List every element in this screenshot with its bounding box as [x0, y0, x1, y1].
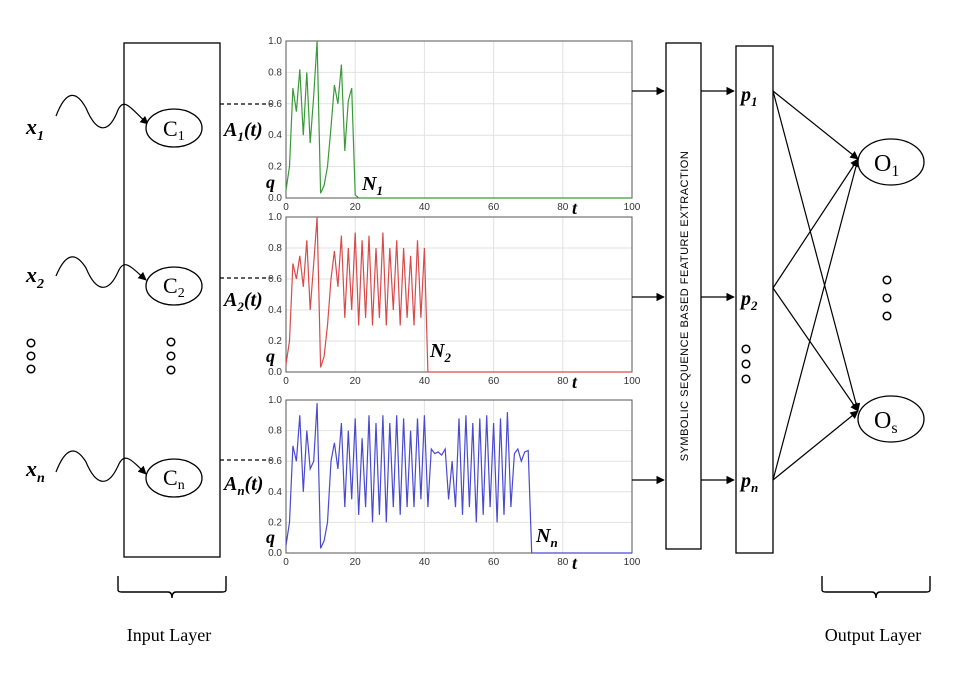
input-layer-brace: [117, 576, 227, 599]
chart-3-ytick-2: 0.4: [268, 487, 282, 498]
chart-2-xtick-4: 80: [557, 376, 569, 387]
output-connections: [772, 90, 861, 481]
chart-2-ytick-2: 0.4: [268, 305, 282, 316]
input-wave-1: [55, 94, 149, 129]
chart-2-y-axis-label: q: [266, 346, 275, 366]
activation-a2-label: A2(t): [222, 289, 263, 314]
input-wave-n: [55, 450, 147, 482]
feature-vector-box: [735, 45, 774, 554]
chart-3-ytick-3: 0.6: [268, 456, 282, 467]
chart-1-xtick-2: 40: [419, 202, 431, 213]
chart-1-y-axis-label: q: [266, 172, 275, 192]
chart-2-xtick-0: 0: [283, 376, 289, 387]
input-x1-label: x1: [25, 114, 44, 144]
chart-3-x-axis-label: t: [572, 553, 578, 573]
activation-an-label: An(t): [222, 473, 263, 498]
output-o1-label: O1: [874, 151, 899, 180]
chart-1-ytick-5: 1.0: [268, 36, 282, 47]
spike-count-n2-label: N2: [429, 340, 451, 365]
chart-2-ytick-0: 0.0: [268, 367, 282, 378]
chart-1-ytick-1: 0.2: [268, 162, 282, 173]
input-x2-label: x2: [25, 262, 44, 292]
neuron-ellipsis-dots: [166, 337, 176, 375]
chart-2-frame: [285, 216, 633, 373]
feature-ellipsis-dots: [741, 344, 751, 384]
chart-3: 0 20 40 60 80 100 0.0 0.2 0.4 0.6 0.8 1.0 q t: [266, 395, 641, 573]
chart-1-xtick-0: 0: [283, 202, 289, 213]
feature-p2-label: p2: [739, 288, 758, 313]
output-node-o1: [857, 138, 925, 186]
chart-1-frame: [285, 40, 633, 199]
output-os-label: Os: [874, 408, 898, 437]
output-layer-caption: Output Layer: [825, 625, 921, 645]
chart-1-x-axis-label: t: [572, 198, 578, 218]
chart-3-ytick-0: 0.0: [268, 548, 282, 559]
chart-1-series-line: [285, 40, 632, 199]
output-layer-brace: [821, 576, 931, 599]
chart-3-xtick-5: 100: [624, 557, 641, 568]
chart-1-xtick-3: 60: [488, 202, 500, 213]
chart-2-ytick-3: 0.6: [268, 274, 282, 285]
chart-2-ytick-5: 1.0: [268, 212, 282, 223]
chart-1-ytick-4: 0.8: [268, 67, 282, 78]
output-node-os: [857, 395, 925, 443]
neuron-c2-label: C2: [163, 273, 185, 301]
chart-3-xtick-3: 60: [488, 557, 500, 568]
neuron-cn-label: Cn: [163, 465, 185, 493]
feature-extraction-label: SYMBOLIC SEQUENCE BASED FEATURE EXTRACTI…: [679, 151, 691, 462]
chart-2-series-line: [285, 216, 632, 373]
neuron-c1-label: C1: [163, 116, 185, 144]
chart-3-frame: [285, 399, 633, 554]
chart-2-x-axis-label: t: [572, 372, 578, 392]
output-ellipsis-dots: [882, 275, 892, 321]
activation-a1-label: A1(t): [222, 119, 263, 144]
chart-3-xtick-2: 40: [419, 557, 431, 568]
input-layer-box: [123, 42, 221, 558]
input-wave-2: [55, 256, 147, 288]
chart-3-xtick-0: 0: [283, 557, 289, 568]
input-layer-caption: Input Layer: [127, 625, 211, 645]
neuron-c1: [145, 108, 203, 148]
spike-count-nn-label: Nn: [535, 525, 558, 550]
feature-pn-label: pn: [739, 470, 758, 495]
chart-3-ytick-1: 0.2: [268, 517, 282, 528]
neuron-cn: [145, 458, 203, 498]
chart-3-xtick-4: 80: [557, 557, 569, 568]
chart-1-ytick-0: 0.0: [268, 193, 282, 204]
activation-charts: 0 20 40 60 80 100 0.0 0.2 0.4 0.6 0.8 1.0 q t 0 20 40 60 8…: [266, 36, 641, 573]
chart-2-xtick-5: 100: [624, 376, 641, 387]
chart-3-xtick-1: 20: [350, 557, 362, 568]
spike-count-n1-label: N1: [361, 173, 383, 198]
chart-2: 0 20 40 60 80 100 0.0 0.2 0.4 0.6 0.8 1.0 q t: [266, 212, 641, 392]
feature-p1-label: p1: [739, 84, 758, 109]
chart-1-ytick-3: 0.6: [268, 99, 282, 110]
chart-3-ytick-4: 0.8: [268, 426, 282, 437]
chart-2-ytick-4: 0.8: [268, 243, 282, 254]
feature-extraction-box: [665, 42, 702, 550]
chart-2-ytick-1: 0.2: [268, 336, 282, 347]
chart-1: 0 20 40 60 80 100 0.0 0.2 0.4 0.6 0.8 1.0 q t: [266, 36, 641, 218]
chart-2-xtick-3: 60: [488, 376, 500, 387]
chart-1-xtick-4: 80: [557, 202, 569, 213]
chart-3-y-axis-label: q: [266, 527, 275, 547]
input-ellipsis-dots: [26, 338, 36, 374]
input-xn-label: xn: [25, 456, 45, 486]
chart-2-xtick-1: 20: [350, 376, 362, 387]
chart-3-series-line: [285, 403, 632, 554]
chart-1-xtick-1: 20: [350, 202, 362, 213]
neuron-c2: [145, 266, 203, 306]
chart-1-xtick-5: 100: [624, 202, 641, 213]
chart-3-ytick-5: 1.0: [268, 395, 282, 406]
chart-1-ytick-2: 0.4: [268, 130, 282, 141]
chart-2-xtick-2: 40: [419, 376, 431, 387]
